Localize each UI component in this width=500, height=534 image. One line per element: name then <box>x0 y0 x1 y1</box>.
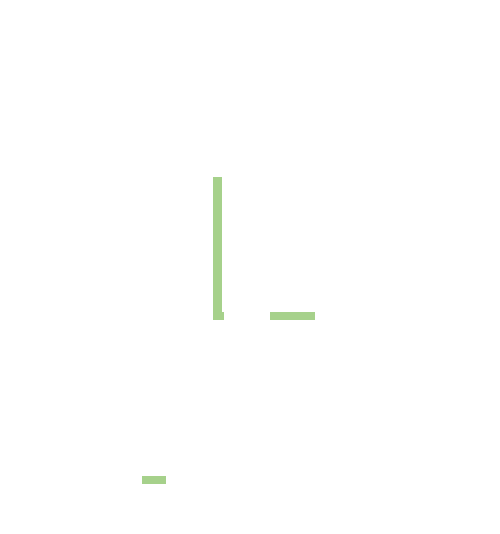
vertical-line-segment <box>213 177 222 320</box>
horizontal-line-segment <box>270 312 315 320</box>
vertical-line-foot <box>213 312 224 320</box>
short-dash-segment <box>142 476 166 484</box>
